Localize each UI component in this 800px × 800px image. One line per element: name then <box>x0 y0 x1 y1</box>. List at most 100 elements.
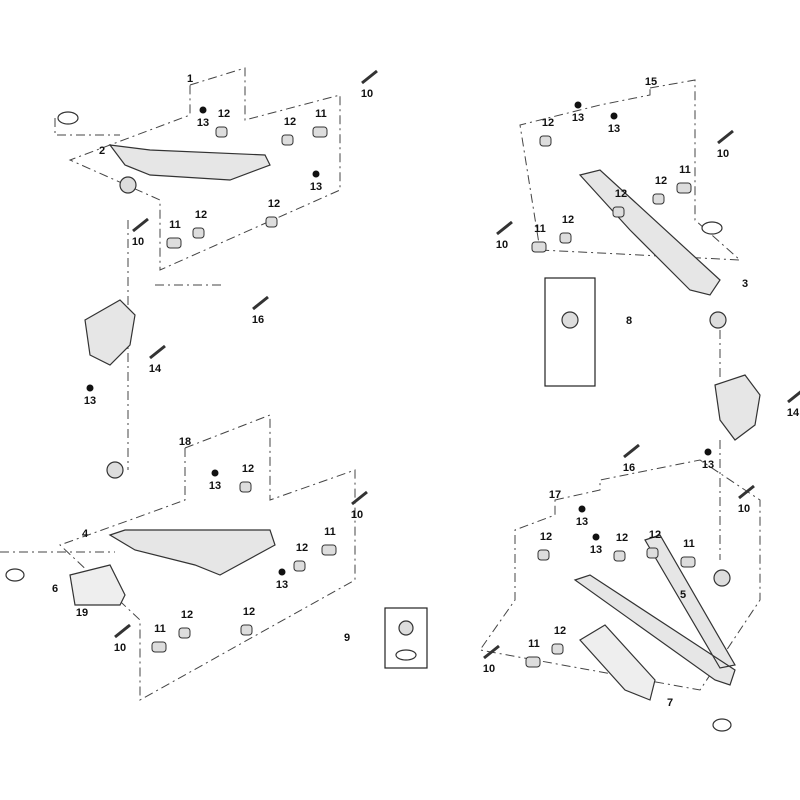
callout-13: 13 <box>209 480 221 492</box>
callout-13: 13 <box>576 516 588 528</box>
outline-lower-arm-right <box>479 459 761 691</box>
callout-11: 11 <box>324 526 336 538</box>
nut <box>86 384 94 392</box>
kit-ball-joint-9 <box>398 620 414 636</box>
bushing <box>652 193 665 205</box>
bushing <box>551 643 564 655</box>
callout-10: 10 <box>114 642 126 654</box>
callout-18: 18 <box>179 436 191 448</box>
bushing <box>239 481 252 493</box>
nut <box>592 533 600 541</box>
shim-upper-right <box>701 221 723 235</box>
dashed-leader-top <box>54 118 120 136</box>
callout-13: 13 <box>310 181 322 193</box>
callout-6: 6 <box>52 583 58 595</box>
bushing <box>178 627 191 639</box>
nut <box>278 568 286 576</box>
ball-joint-lower-right <box>713 569 731 587</box>
bushing <box>613 550 626 562</box>
callout-12: 12 <box>218 108 230 120</box>
shim-lower-right <box>712 718 732 732</box>
callout-12: 12 <box>195 209 207 221</box>
bushing <box>539 135 552 147</box>
bolt <box>717 129 734 145</box>
callout-14: 14 <box>149 363 162 375</box>
callout-12: 12 <box>242 463 254 475</box>
callout-12: 12 <box>554 625 566 637</box>
skid-plate-left <box>69 564 126 606</box>
bushing <box>293 560 306 572</box>
bolt <box>738 484 755 500</box>
nut <box>704 448 712 456</box>
sleeve-bushing <box>531 241 547 253</box>
sleeve-bushing <box>680 556 696 568</box>
sleeve-bushing <box>321 544 337 556</box>
callout-10: 10 <box>496 239 508 251</box>
bolt <box>132 217 149 233</box>
dashed-leader-lines <box>0 220 721 560</box>
sleeve-bushing <box>676 182 692 194</box>
callout-8: 8 <box>626 315 632 327</box>
kit-box-8 <box>544 277 596 387</box>
skid-plate-right <box>579 624 656 701</box>
callout-2: 2 <box>99 145 105 157</box>
sleeve-bushing <box>151 641 167 653</box>
bushing <box>537 549 550 561</box>
outline-upper-arm-left <box>68 67 341 271</box>
bushing <box>646 547 659 559</box>
kit-box-9 <box>384 607 428 669</box>
callout-13: 13 <box>702 459 714 471</box>
callout-12: 12 <box>655 175 667 187</box>
bushing <box>265 216 278 228</box>
callout-12: 12 <box>616 532 628 544</box>
callout-10: 10 <box>132 236 144 248</box>
steering-knuckle-right <box>714 374 761 441</box>
callout-10: 10 <box>483 663 495 675</box>
dashed-assembly-outlines <box>0 67 761 701</box>
nut <box>578 505 586 513</box>
sleeve-bushing <box>166 237 182 249</box>
outline-lower-arm-left <box>59 414 356 701</box>
bolt <box>149 344 166 360</box>
nut <box>211 469 219 477</box>
callout-12: 12 <box>562 214 574 226</box>
callout-7: 7 <box>667 697 673 709</box>
bolt <box>623 443 640 459</box>
bolt <box>496 220 513 236</box>
callout-9: 9 <box>344 632 350 644</box>
kit-shim-9 <box>395 649 417 661</box>
bolt <box>114 623 131 639</box>
callout-13: 13 <box>84 395 96 407</box>
callout-11: 11 <box>534 223 546 235</box>
bushing <box>192 227 205 239</box>
callout-10: 10 <box>361 88 373 100</box>
bushing <box>559 232 572 244</box>
callout-12: 12 <box>542 117 554 129</box>
callout-13: 13 <box>608 123 620 135</box>
callout-10: 10 <box>738 503 750 515</box>
bushing <box>215 126 228 138</box>
parts <box>5 111 761 732</box>
nut <box>574 101 582 109</box>
upper-control-arm-left <box>108 144 271 181</box>
callout-13: 13 <box>590 544 602 556</box>
bushings-and-bolts <box>86 69 800 668</box>
callout-17: 17 <box>549 489 561 501</box>
callout-12: 12 <box>649 529 661 541</box>
lower-control-arm-right <box>573 534 736 686</box>
callout-11: 11 <box>683 538 695 550</box>
callout-13: 13 <box>572 112 584 124</box>
shim-lower-left <box>5 568 25 582</box>
callout-4: 4 <box>82 528 89 540</box>
callout-12: 12 <box>296 542 308 554</box>
callout-13: 13 <box>276 579 288 591</box>
callout-19: 19 <box>76 607 88 619</box>
callout-12: 12 <box>268 198 280 210</box>
callout-16: 16 <box>623 462 635 474</box>
callout-16: 16 <box>252 314 264 326</box>
upper-control-arm-right <box>578 169 721 296</box>
bolt <box>787 390 800 404</box>
ball-joint-lower-left <box>106 461 124 479</box>
callout-12: 12 <box>540 531 552 543</box>
